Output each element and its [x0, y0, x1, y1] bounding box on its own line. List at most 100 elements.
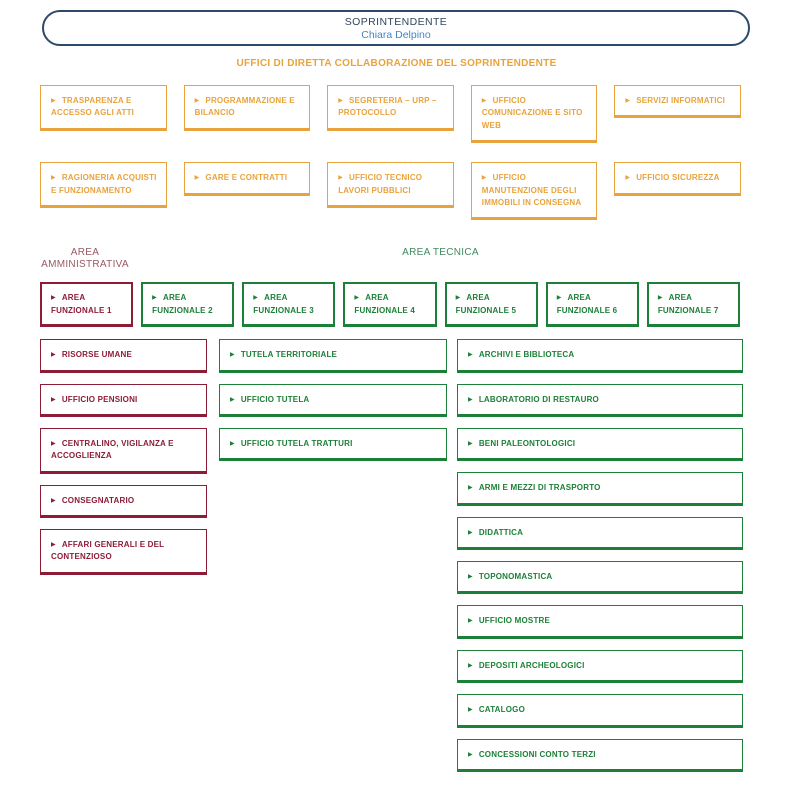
caret-right-icon: ▶ [51, 98, 56, 104]
unit-box-label: UFFICIO TUTELA TRATTURI [240, 438, 353, 448]
office-box[interactable]: ▶ GARE E CONTRATTI [183, 162, 311, 196]
office-box-label: SEGRETERIA – URP – PROTOCOLLO [338, 96, 437, 118]
unit-box[interactable]: ▶CENTRALINO, VIGILANZA E ACCOGLIENZA [40, 427, 207, 474]
unit-box-label: CONSEGNATARIO [61, 495, 135, 505]
unit-box[interactable]: ▶UFFICIO TUTELA [219, 383, 447, 417]
office-box-label: GARE E CONTRATTI [205, 173, 288, 183]
office-box[interactable]: ▶SEGRETERIA – URP – PROTOCOLLO [327, 85, 454, 131]
caret-right-icon: ▶ [468, 440, 473, 447]
tab-area-funzionale[interactable]: ▶AREA FUNZIONALE 7 [646, 282, 740, 328]
collaboration-offices-row-1: ▶TRASPARENZA E ACCESSO AGLI ATTI ▶PROGRA… [40, 85, 741, 144]
tab-label: AREA FUNZIONALE 3 [253, 293, 314, 315]
tab-area-funzionale[interactable]: ▶AREA FUNZIONALE 2 [141, 282, 235, 328]
unit-box-label: CONCESSIONI CONTO TERZI [478, 749, 596, 759]
office-box[interactable]: ▶UFFICIO COMUNICAZIONE E SITO WEB [470, 85, 598, 144]
unit-box[interactable]: ▶AFFARI GENERALI E DEL CONTENZIOSO [40, 529, 207, 575]
unit-box[interactable]: ▶ UFFICIO MOSTRE [457, 605, 743, 639]
caret-right-icon: ▶ [152, 295, 157, 302]
unit-box[interactable]: ▶ DEPOSITI ARCHEOLOGICI [457, 649, 743, 684]
caret-right-icon: ▶ [51, 542, 56, 549]
caret-right-icon: ▶ [194, 98, 200, 104]
tab-area-funzionale[interactable]: ▶AREA FUNZIONALE 3 [242, 282, 336, 328]
caret-right-icon: ▶ [230, 440, 235, 447]
unit-box[interactable]: ▶ ARCHIVI E BIBLIOTECA [457, 339, 743, 373]
unit-box-label: TOPONOMASTICA [478, 572, 553, 582]
office-box-label: TRASPARENZA E ACCESSO AGLI ATTI [51, 96, 135, 118]
unit-box[interactable]: ▶ CONCESSIONI CONTO TERZI [457, 738, 743, 773]
caret-right-icon: ▶ [51, 497, 56, 504]
office-box[interactable]: ▶TRASPARENZA E ACCESSO AGLI ATTI [40, 85, 167, 131]
unit-box[interactable]: ▶LABORATORIO DI RESTAURO [457, 383, 743, 417]
tab-label: AREA FUNZIONALE 6 [556, 293, 618, 315]
caret-right-icon: ▶ [468, 485, 473, 492]
caret-right-icon: ▶ [354, 295, 360, 302]
tab-area-funzionale[interactable]: ▶AREA FUNZIONALE 6 [545, 282, 639, 328]
unit-box[interactable]: ▶ UFFICIO TUTELA TRATTURI [219, 427, 447, 462]
unit-box[interactable]: ▶CATALOGO [457, 694, 743, 728]
tab-area-funzionale[interactable]: ▶AREA FUNZIONALE 4 [343, 282, 437, 328]
caret-right-icon: ▶ [51, 396, 56, 403]
caret-right-icon: ▶ [253, 295, 259, 302]
caret-right-icon: ▶ [230, 352, 235, 359]
caret-right-icon: ▶ [51, 175, 56, 182]
soprintendente-name-link[interactable]: Chiara Delpino [361, 28, 431, 41]
unit-box-label: RISORSE UMANE [61, 350, 132, 360]
office-box[interactable]: ▶UFFICIO MANUTENZIONE DEGLI IMMOBILI IN … [470, 162, 598, 221]
caret-right-icon: ▶ [481, 98, 487, 104]
office-box[interactable]: ▶PROGRAMMAZIONE E BILANCIO [183, 85, 311, 131]
unit-box[interactable]: ▶ ARMI E MEZZI DI TRASPORTO [457, 472, 743, 506]
area-amministrativa-label: AREA AMMINISTRATIVA [41, 247, 129, 270]
unit-box-label: ARCHIVI E BIBLIOTECA [478, 350, 575, 360]
unit-box[interactable]: ▶ BENI PALEONTOLOGICI [457, 427, 743, 462]
unit-box-label: LABORATORIO DI RESTAURO [478, 394, 599, 404]
tab-area-funzionale[interactable]: ▶AREA FUNZIONALE 5 [444, 282, 538, 328]
caret-right-icon: ▶ [468, 618, 473, 625]
unit-box-label: TUTELA TERRITORIALE [240, 350, 338, 360]
unit-box[interactable]: ▶ CONSEGNATARIO [40, 484, 207, 519]
office-box-label: SERVIZI INFORMATICI [636, 96, 726, 105]
office-box-label: UFFICIO MANUTENZIONE DEGLI IMMOBILI IN C… [481, 173, 582, 207]
caret-right-icon: ▶ [51, 295, 56, 302]
caret-right-icon: ▶ [468, 662, 473, 669]
unit-box-label: DEPOSITI ARCHEOLOGICI [478, 660, 585, 670]
tab-label: AREA FUNZIONALE 4 [354, 293, 416, 315]
caret-right-icon: ▶ [51, 352, 56, 359]
unit-box[interactable]: ▶DIDATTICA [457, 516, 743, 551]
office-box-label: UFFICIO COMUNICAZIONE E SITO WEB [481, 96, 583, 130]
office-box-label: UFFICIO TECNICO LAVORI PUBBLICI [338, 173, 423, 195]
collaboration-offices-row-2: ▶RAGIONERIA ACQUISTI E FUNZIONAMENTO ▶ GA… [40, 162, 741, 221]
caret-right-icon: ▶ [455, 295, 461, 302]
office-box[interactable]: ▶UFFICIO SICUREZZA [614, 162, 741, 196]
unit-box-label: BENI PALEONTOLOGICI [478, 438, 576, 448]
technical-units-column-1: ▶ TUTELA TERRITORIALE ▶UFFICIO TUTELA ▶ UF… [219, 339, 447, 472]
tab-area-funzionale[interactable]: ▶AREA FUNZIONALE 1 [40, 282, 134, 328]
office-box[interactable]: ▶RAGIONERIA ACQUISTI E FUNZIONAMENTO [40, 162, 167, 208]
administrative-units-column: ▶ RISORSE UMANE ▶UFFICIO PENSIONI ▶CENTRA… [40, 339, 207, 586]
caret-right-icon: ▶ [556, 295, 562, 302]
technical-units-column-2: ▶ARCHIVI E BIBLIOTECA ▶LABORATORIO DI RE… [457, 339, 743, 783]
caret-right-icon: ▶ [625, 175, 631, 182]
caret-right-icon: ▶ [468, 751, 473, 758]
caret-right-icon: ▶ [194, 175, 200, 182]
caret-right-icon: ▶ [230, 396, 235, 403]
soprintendente-role-label: SOPRINTENDENTE [344, 15, 448, 28]
unit-box[interactable]: ▶TOPONOMASTICA [457, 561, 743, 595]
tab-label: AREA FUNZIONALE 2 [152, 293, 213, 315]
office-box[interactable]: ▶UFFICIO TECNICO LAVORI PUBBLICI [327, 162, 454, 208]
unit-box[interactable]: ▶ RISORSE UMANE [40, 339, 207, 373]
unit-box[interactable]: ▶UFFICIO PENSIONI [40, 383, 207, 417]
caret-right-icon: ▶ [657, 295, 663, 302]
unit-box-label: DIDATTICA [478, 527, 524, 537]
office-box-label: PROGRAMMAZIONE E BILANCIO [194, 96, 295, 118]
caret-right-icon: ▶ [338, 98, 344, 104]
office-box[interactable]: ▶SERVIZI INFORMATICI [614, 85, 741, 119]
caret-right-icon: ▶ [468, 352, 473, 359]
area-tecnica-label: AREA TECNICA [402, 247, 479, 259]
unit-box-label: ARMI E MEZZI DI TRASPORTO [478, 483, 601, 493]
unit-box-label: UFFICIO MOSTRE [478, 616, 551, 626]
unit-box-label: AFFARI GENERALI E DEL CONTENZIOSO [51, 540, 165, 562]
caret-right-icon: ▶ [338, 175, 344, 182]
unit-box[interactable]: ▶ TUTELA TERRITORIALE [219, 339, 447, 373]
tab-label: AREA FUNZIONALE 7 [657, 293, 719, 315]
caret-right-icon: ▶ [51, 440, 56, 447]
